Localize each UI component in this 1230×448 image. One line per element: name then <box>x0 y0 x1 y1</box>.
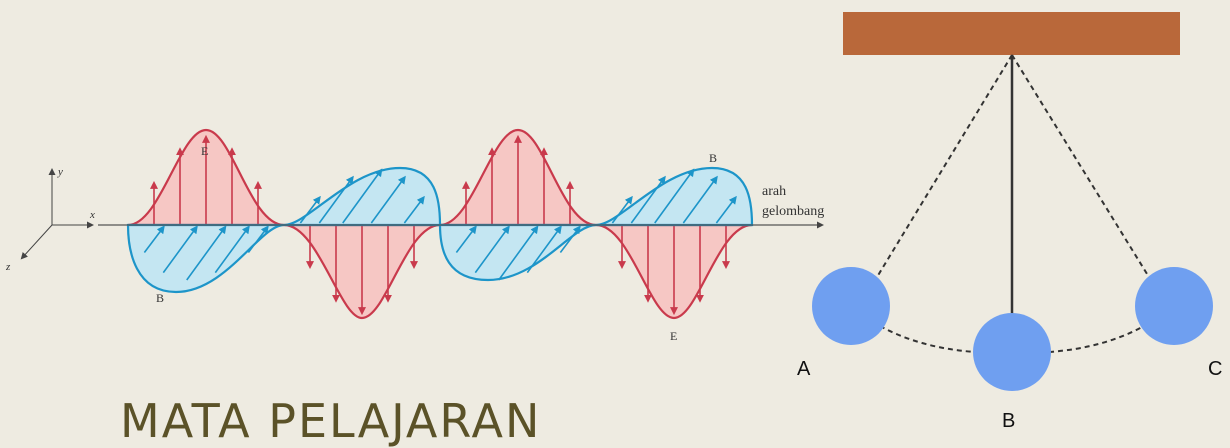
pendulum-string-right <box>1012 55 1152 282</box>
y-axis-label: y <box>57 166 63 178</box>
swing-path-right <box>1049 326 1144 352</box>
bob-c <box>1135 267 1213 345</box>
pendulum-support <box>843 12 1180 55</box>
page-title: MATA PELAJARAN <box>120 398 541 444</box>
pendulum-diagram: A B C <box>797 12 1222 432</box>
x-axis-label: x <box>89 209 95 221</box>
slide-illustration: y x z E E B B arah gelombang A B <box>0 0 1230 433</box>
b-label-right: B <box>709 151 717 165</box>
e-label-bottom: E <box>670 329 677 343</box>
e-label-top: E <box>201 144 208 158</box>
bob-a <box>812 267 890 345</box>
label-c: C <box>1208 358 1222 380</box>
swing-path-left <box>880 326 975 352</box>
label-b: B <box>1002 410 1015 432</box>
direction-label-line2: gelombang <box>762 204 824 219</box>
b-label-left: B <box>156 291 164 305</box>
axes-icon <box>22 170 92 258</box>
z-axis-label: z <box>5 261 11 273</box>
bob-b <box>973 313 1051 391</box>
direction-label-line1: arah <box>762 184 786 199</box>
pendulum-string-left <box>874 55 1012 282</box>
em-wave-diagram: y x z E E B B arah gelombang <box>5 130 824 343</box>
label-a: A <box>797 358 811 380</box>
